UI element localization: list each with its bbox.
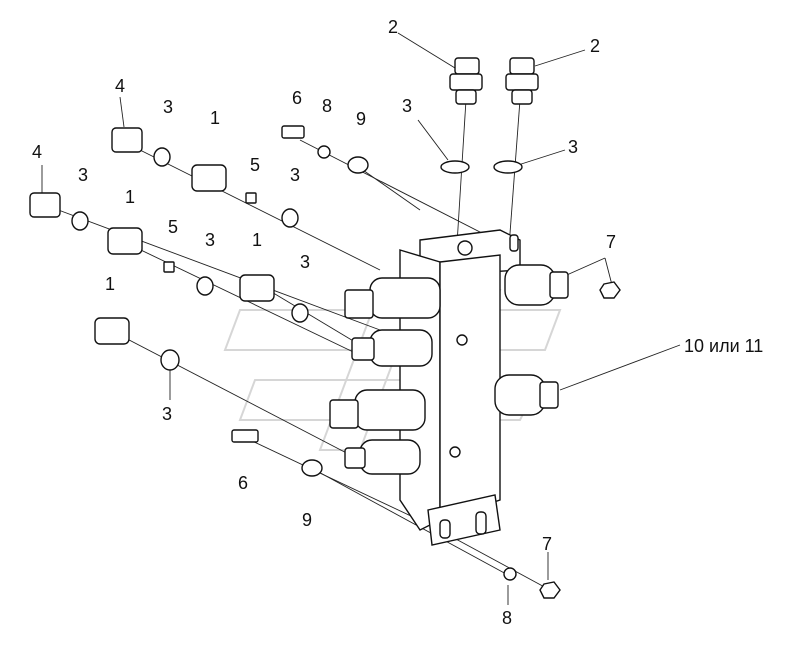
side-fittings bbox=[29, 127, 309, 371]
part-label-6: 6 bbox=[292, 88, 302, 108]
part-label-8: 8 bbox=[502, 608, 512, 628]
part-label-3: 3 bbox=[78, 165, 88, 185]
part-label-4: 4 bbox=[32, 142, 42, 162]
part-label-1: 1 bbox=[252, 230, 262, 250]
fasteners bbox=[231, 125, 621, 599]
part-label-3: 3 bbox=[162, 404, 172, 424]
part-label-2: 2 bbox=[590, 36, 600, 56]
top-fittings bbox=[440, 57, 539, 174]
part-label-3: 3 bbox=[568, 137, 578, 157]
part-label-3: 3 bbox=[290, 165, 300, 185]
part-label-1: 1 bbox=[105, 274, 115, 294]
part-label-3: 3 bbox=[300, 252, 310, 272]
part-label-5: 5 bbox=[168, 217, 178, 237]
part-label-10-or-11: 10 или 11 bbox=[684, 336, 763, 356]
part-label-3: 3 bbox=[163, 97, 173, 117]
valve-manifold-block bbox=[399, 229, 521, 546]
part-label-9: 9 bbox=[356, 109, 366, 129]
part-labels: 2 2 4 4 3 3 3 3 3 3 3 3 1 1 1 1 5 5 6 6 … bbox=[32, 17, 763, 628]
part-label-4: 4 bbox=[115, 76, 125, 96]
part-label-1: 1 bbox=[125, 187, 135, 207]
part-label-5: 5 bbox=[250, 155, 260, 175]
part-label-1: 1 bbox=[210, 108, 220, 128]
part-label-7: 7 bbox=[606, 232, 616, 252]
part-label-9: 9 bbox=[302, 510, 312, 530]
part-label-8: 8 bbox=[322, 96, 332, 116]
part-label-3: 3 bbox=[402, 96, 412, 116]
valve-cartridges bbox=[329, 264, 569, 475]
part-label-6: 6 bbox=[238, 473, 248, 493]
part-label-7: 7 bbox=[542, 534, 552, 554]
part-label-2: 2 bbox=[388, 17, 398, 37]
part-label-3: 3 bbox=[205, 230, 215, 250]
